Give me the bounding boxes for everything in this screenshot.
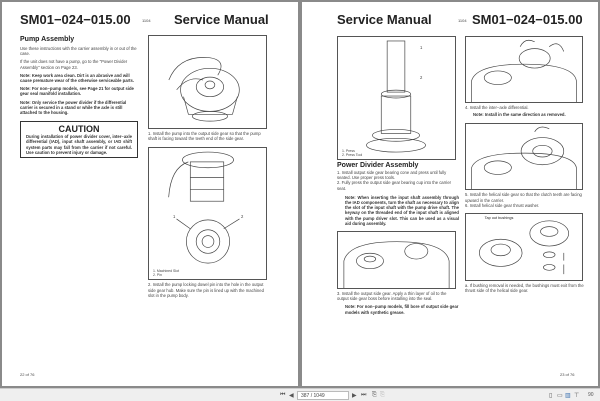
caution-title: CAUTION <box>58 124 100 135</box>
callout: 1 <box>420 45 423 50</box>
page-footer: 23 of 76 <box>560 372 575 377</box>
bushings-illustration <box>479 220 569 275</box>
page-title: Service Manual <box>337 12 432 27</box>
legend-item: 2. Pin <box>153 273 162 278</box>
zoom-level[interactable]: 90 <box>588 392 594 398</box>
previous-page-button[interactable]: ◀ <box>289 393 294 399</box>
right-page: Service Manual 1104 SM01−024−015.00 1 2 … <box>302 2 598 386</box>
last-page-button[interactable]: ⏭ <box>361 392 367 398</box>
figure-label: Tap out bushings <box>484 216 514 221</box>
revision: 1104 <box>142 18 151 23</box>
figure-bushings: Tap out bushings <box>465 213 583 282</box>
step-3: 3. Install the output side gear. Apply a… <box>337 291 447 302</box>
two-page-continuous-icon[interactable]: ⊤ <box>574 393 580 399</box>
figure-pump-install <box>148 35 267 129</box>
iad-illustration <box>471 39 577 102</box>
note: Note: When inserting the input shaft ass… <box>345 194 459 226</box>
viewer-toolbar: ⏮ ◀ 387 / 1049 ▶ ⏭ ⎘ ⎘ ▯ ▭ ▥ ⊤ 90 <box>0 388 600 401</box>
doc-code: SM01−024−015.00 <box>20 12 131 27</box>
section-heading: Pump Assembly <box>20 36 75 43</box>
paragraph: If the unit does not have a pump, go to … <box>20 59 128 70</box>
callout: 2 <box>420 75 423 80</box>
first-page-button[interactable]: ⏮ <box>280 392 286 398</box>
callout: 2 <box>241 214 244 220</box>
figure-iad <box>465 36 583 103</box>
caution-box: CAUTION During installation of power div… <box>20 121 138 159</box>
doc-code: SM01−024−015.00 <box>472 12 583 27</box>
pump-gear-illustration <box>168 57 240 122</box>
section-heading: Power Divider Assembly <box>337 162 419 169</box>
paragraph: Use these instructions with the carrier … <box>20 46 137 57</box>
page-title: Service Manual <box>174 12 269 27</box>
step: 2. Fully press the output side gear bear… <box>337 180 452 191</box>
single-page-view-icon[interactable]: ▯ <box>549 393 553 399</box>
legend-item: 1. Press <box>342 149 355 153</box>
figure-output-gear <box>337 231 456 290</box>
two-page-view-icon[interactable]: ▥ <box>565 393 571 399</box>
step-2: 2. Install the pump locking dowel pin in… <box>148 282 264 298</box>
page-footer: 22 of 76 <box>20 372 35 377</box>
dowel-pin-illustration <box>168 152 240 264</box>
note: Note: Install in the same direction as r… <box>473 112 566 118</box>
step-6: 6. Install helical side gear thrust wash… <box>465 202 540 208</box>
next-page-button[interactable]: ▶ <box>352 393 357 399</box>
copy-icon[interactable]: ⎘ <box>372 392 377 398</box>
caution-text: During installation of power divider cov… <box>26 134 132 155</box>
step-5: 5. Install the helical side gear so that… <box>465 192 582 203</box>
carrier-illustration <box>343 241 450 289</box>
note: Note: For non−pump models, fill bore of … <box>345 304 459 315</box>
note: Note: For non−pump models, see Page 21 f… <box>20 86 134 97</box>
figure-press: 1 2 1. Press 2. Press Tool <box>337 36 456 160</box>
continuous-view-icon[interactable]: ▭ <box>557 393 563 399</box>
revision: 1104 <box>458 18 467 23</box>
page-number-field[interactable]: 387 / 1049 <box>297 391 349 400</box>
figure-dowel-pin: 1 2 1. Machined Slot 2. Pin <box>148 147 267 281</box>
legend-item: 2. Press Tool <box>342 153 363 157</box>
step-a: a. If bushing removal is needed, the bus… <box>465 283 584 294</box>
figure-helical-gear <box>465 123 583 191</box>
note: Note: Only service the power divider if … <box>20 99 127 116</box>
step: 1. Install output side gear bearing cone… <box>337 170 447 181</box>
step-4: 4. Install the inter−axle differential. <box>465 105 529 110</box>
press-illustration <box>366 40 426 153</box>
legend-item: 1. Machined Slot <box>153 269 180 274</box>
helical-gear-illustration <box>471 127 577 190</box>
note: Note: Keep work area clean. Dirt is an a… <box>20 72 135 84</box>
callout: 1 <box>173 214 176 220</box>
paste-icon[interactable]: ⎘ <box>380 392 385 398</box>
step-1: 1. Install the pump into the output side… <box>148 131 261 142</box>
left-page: SM01−024−015.00 1104 Service Manual Pump… <box>2 2 298 386</box>
